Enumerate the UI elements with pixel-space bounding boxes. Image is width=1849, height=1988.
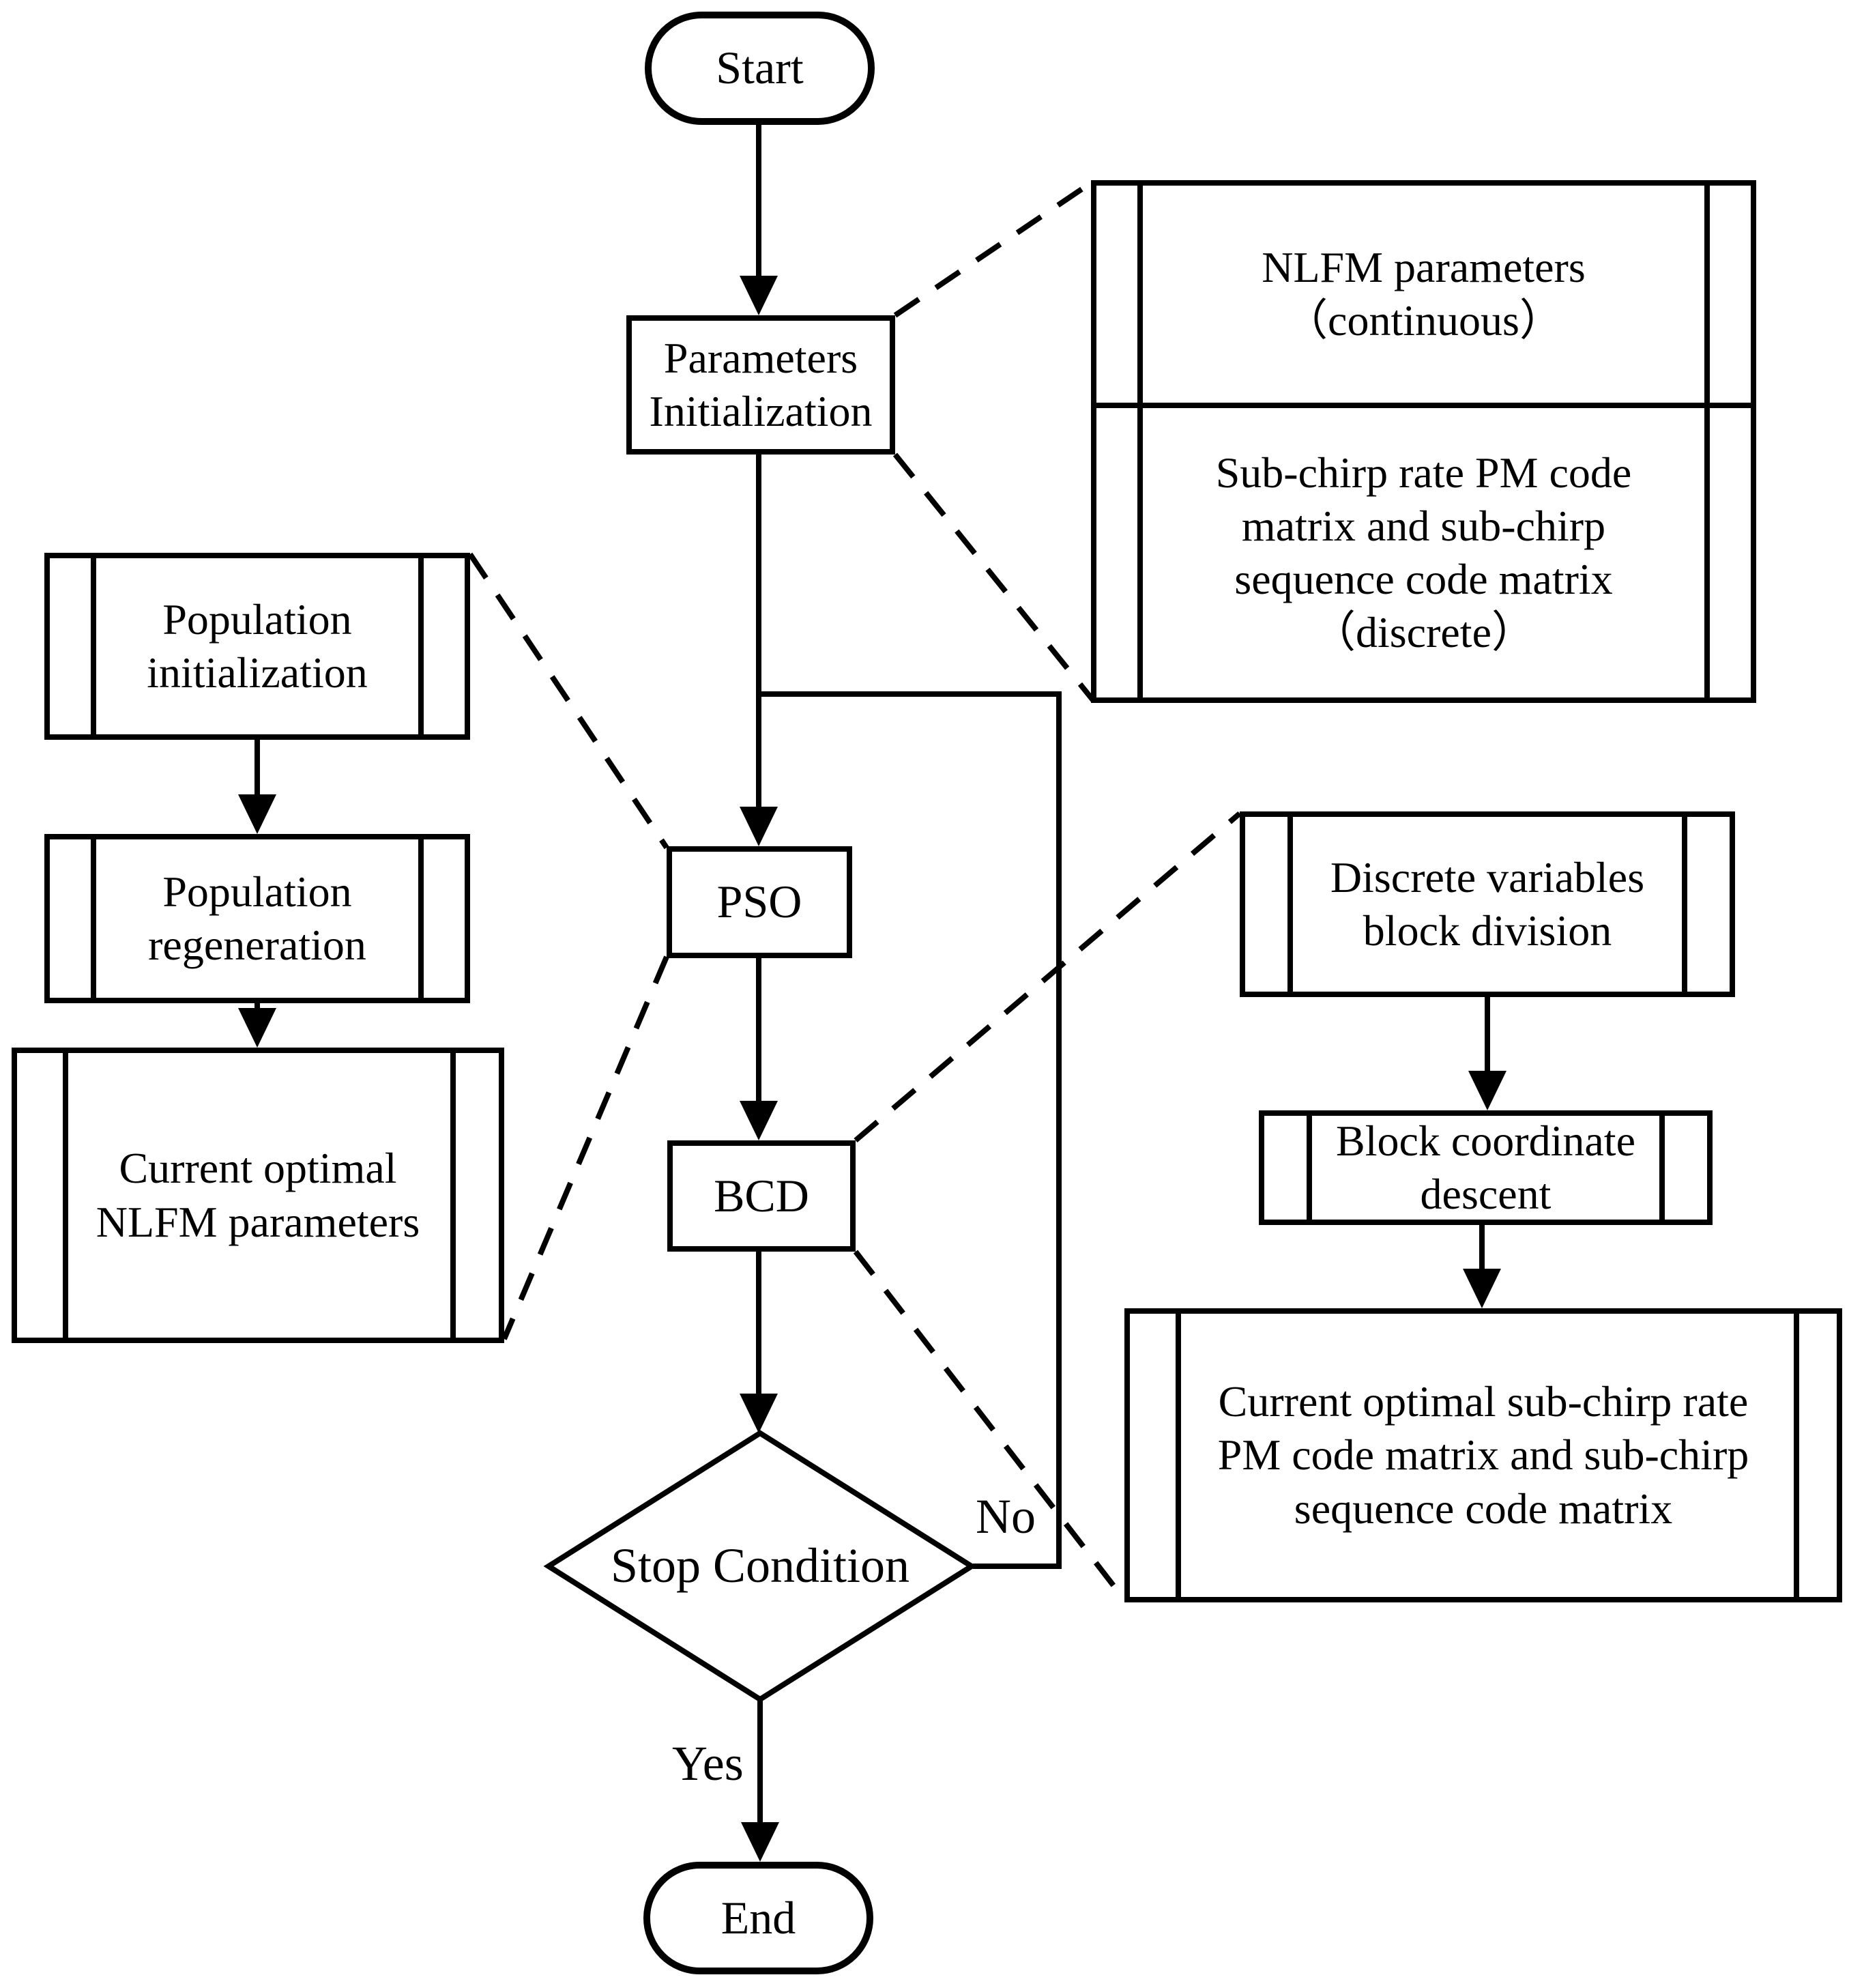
discrete-variables-right-bar xyxy=(1682,817,1687,992)
dashed-pso-to-nlfm xyxy=(501,955,669,1340)
dashed-params-to-detail-top xyxy=(893,180,1093,318)
parameters-initialization-line1: Parameters xyxy=(663,333,858,382)
bcd-label: BCD xyxy=(714,1169,809,1222)
population-regeneration-line2: regeneration xyxy=(148,921,366,969)
start-label: Start xyxy=(716,42,804,94)
stop-condition-label: Stop Condition xyxy=(610,1538,910,1594)
current-optimal-nlfm-left-bar xyxy=(63,1053,68,1338)
discrete-variables-node: Discrete variables block division xyxy=(1240,811,1735,997)
init-detail-bottom-line4: （discrete） xyxy=(1312,608,1535,657)
init-detail-bottom-cell: Sub-chirp rate PM code matrix and sub-ch… xyxy=(1096,408,1751,697)
block-coordinate-descent-line2: descent xyxy=(1420,1170,1552,1218)
dashed-bcd-to-optimal xyxy=(853,1250,1127,1602)
yes-edge-label: Yes xyxy=(672,1736,744,1791)
dashed-bcd-to-discrete xyxy=(854,811,1242,1143)
current-optimal-subchirp-node: Current optimal sub-chirp rate PM code m… xyxy=(1124,1308,1842,1602)
discrete-variables-left-bar xyxy=(1287,817,1293,992)
population-initialization-left-bar xyxy=(91,558,96,734)
current-optimal-nlfm-node: Current optimal NLFM parameters xyxy=(12,1048,504,1343)
current-optimal-nlfm-line1: Current optimal xyxy=(119,1144,397,1193)
init-detail-bottom-line1: Sub-chirp rate PM code xyxy=(1215,448,1632,497)
current-optimal-subchirp-right-bar xyxy=(1794,1314,1799,1597)
edge-no-loop xyxy=(759,691,1062,1569)
bcd-node: BCD xyxy=(667,1140,856,1252)
population-initialization-right-bar xyxy=(418,558,424,734)
no-edge-label: No xyxy=(976,1489,1036,1544)
init-detail-node: NLFM parameters （continuous） Sub-chirp r… xyxy=(1091,180,1756,703)
population-initialization-node: Population initialization xyxy=(44,553,470,740)
current-optimal-subchirp-line1: Current optimal sub-chirp rate xyxy=(1218,1377,1749,1426)
init-detail-divider xyxy=(1096,403,1751,408)
block-coordinate-descent-line1: Block coordinate xyxy=(1336,1116,1635,1165)
parameters-initialization-line2: Initialization xyxy=(649,387,873,435)
init-detail-bottom-line2: matrix and sub-chirp xyxy=(1241,501,1606,550)
dashed-popinit-to-pso xyxy=(467,552,669,850)
arrowheads xyxy=(238,276,1506,1862)
parameters-initialization-node: Parameters Initialization xyxy=(626,315,895,455)
discrete-variables-line2: block division xyxy=(1363,906,1612,955)
start-node: Start xyxy=(645,12,875,125)
stop-condition-diamond xyxy=(543,1430,977,1703)
init-detail-top-cell: NLFM parameters （continuous） xyxy=(1096,186,1751,403)
pso-node: PSO xyxy=(667,846,852,958)
end-node: End xyxy=(643,1862,873,1974)
population-initialization-line1: Population xyxy=(162,594,352,644)
init-detail-top-line1: NLFM parameters xyxy=(1262,242,1586,291)
init-detail-left-bar xyxy=(1137,186,1143,697)
pso-label: PSO xyxy=(716,876,802,928)
end-label: End xyxy=(720,1891,796,1944)
block-coordinate-descent-node: Block coordinate descent xyxy=(1259,1110,1713,1225)
population-regeneration-right-bar xyxy=(418,839,424,998)
block-coordinate-descent-left-bar xyxy=(1307,1116,1312,1220)
init-detail-top-line2: （continuous） xyxy=(1284,296,1563,345)
current-optimal-nlfm-right-bar xyxy=(450,1053,456,1338)
population-regeneration-line1: Population xyxy=(162,867,352,916)
init-detail-bottom-line3: sequence code matrix xyxy=(1234,555,1613,603)
population-initialization-line2: initialization xyxy=(147,648,368,697)
block-coordinate-descent-right-bar xyxy=(1659,1116,1665,1220)
population-regeneration-left-bar xyxy=(91,839,96,998)
discrete-variables-line1: Discrete variables xyxy=(1330,852,1645,902)
current-optimal-nlfm-line2: NLFM parameters xyxy=(96,1197,420,1246)
current-optimal-subchirp-line2: PM code matrix and sub-chirp xyxy=(1217,1430,1749,1480)
init-detail-right-bar xyxy=(1704,186,1710,697)
dashed-params-to-detail-bottom xyxy=(892,452,1096,702)
current-optimal-subchirp-line3: sequence code matrix xyxy=(1294,1484,1673,1533)
current-optimal-subchirp-left-bar xyxy=(1176,1314,1181,1597)
population-regeneration-node: Population regeneration xyxy=(44,834,470,1003)
